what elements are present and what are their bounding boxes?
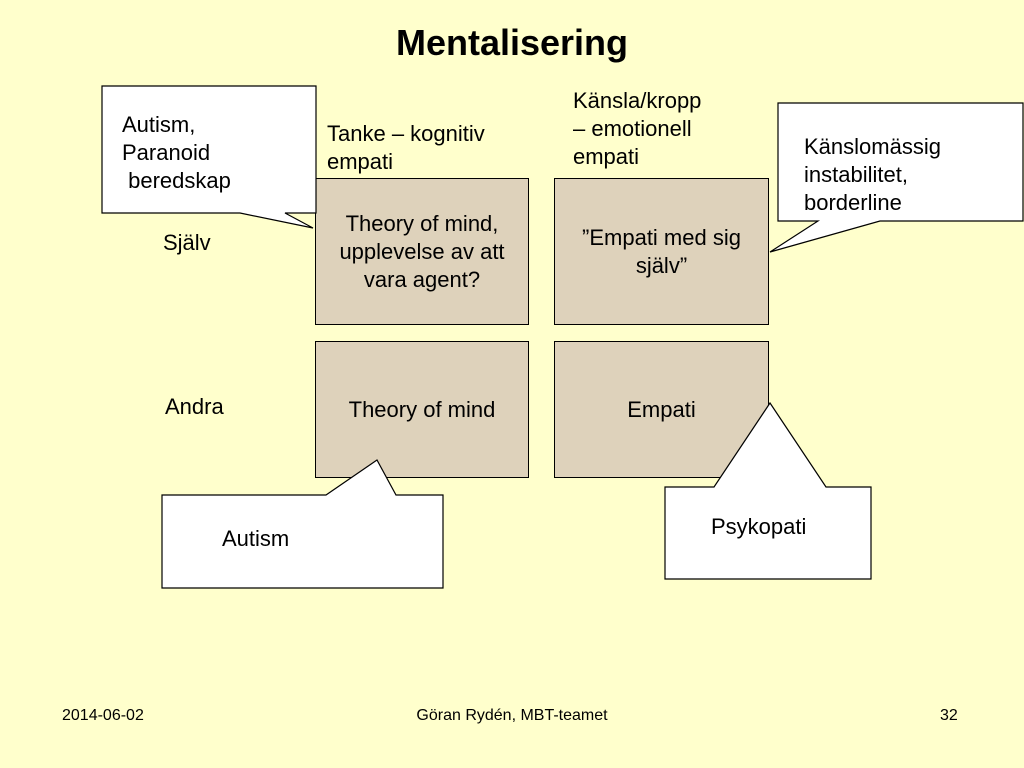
slide-title: Mentalisering <box>395 22 629 63</box>
callout-psychopathy-shape <box>664 401 872 580</box>
callout-borderline-text: Känslomässig instabilitet, borderline <box>804 134 941 215</box>
callout-psychopathy-text: Psykopati <box>711 514 807 539</box>
cell-others-emotional-text: Empati <box>627 396 696 422</box>
footer-date: 2014-06-02 <box>62 707 144 724</box>
cell-others-emotional: Empati <box>554 341 769 478</box>
callout-borderline-shape <box>769 102 1024 253</box>
column-header-emotional: Känsla/kropp – emotionell empati <box>573 88 702 169</box>
callout-autism-shape <box>161 459 444 589</box>
cell-self-cognitive-text: Theory of mind, upplevelse av att vara a… <box>339 210 505 292</box>
cell-self-emotional-text: ”Empati med sig själv” <box>582 224 741 278</box>
cell-self-emotional: ”Empati med sig själv” <box>554 178 769 325</box>
cell-others-cognitive-text: Theory of mind <box>348 396 496 422</box>
row-label-self: Själv <box>163 230 211 255</box>
cell-others-cognitive: Theory of mind <box>315 341 529 478</box>
footer-page-number: 32 <box>940 707 958 724</box>
callout-autism-text: Autism <box>222 526 290 551</box>
callout-autism-paranoid-shape <box>101 85 317 229</box>
column-header-cognitive: Tanke – kognitiv empati <box>327 121 485 174</box>
row-label-others: Andra <box>165 394 224 419</box>
cell-self-cognitive: Theory of mind, upplevelse av att vara a… <box>315 178 529 325</box>
footer-author: Göran Rydén, MBT-teamet <box>416 707 608 724</box>
callout-autism-paranoid-text: Autism, Paranoid beredskap <box>122 112 231 193</box>
